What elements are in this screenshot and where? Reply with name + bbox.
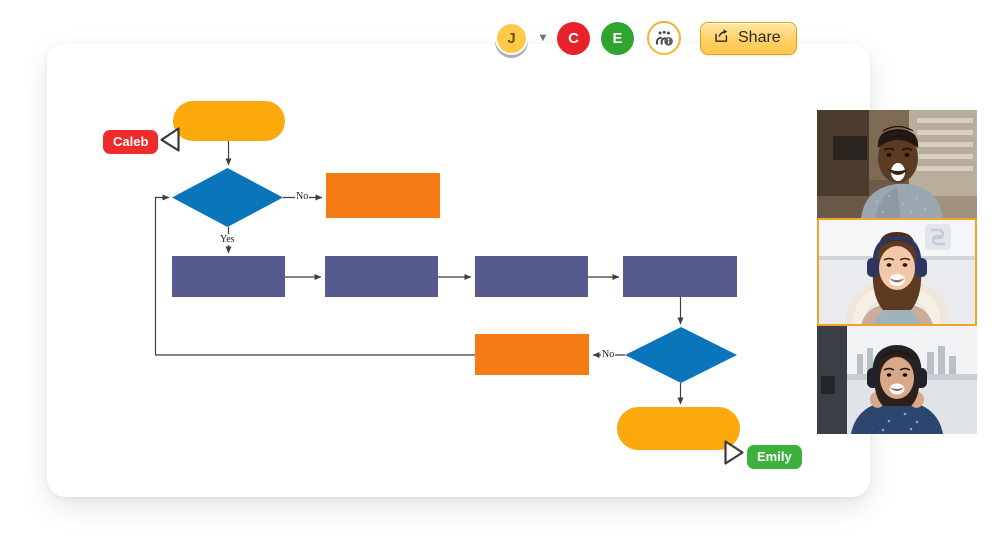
flow-node-purple-2[interactable] [325, 256, 438, 297]
edge-label-no-1: No [295, 191, 310, 202]
participant-avatar-e[interactable]: E [601, 21, 634, 55]
video-call-rail [817, 110, 977, 434]
share-export-icon [713, 27, 730, 49]
flow-node-orange-1[interactable] [326, 173, 440, 218]
video-tile-participant-1[interactable] [817, 110, 977, 218]
chevron-down-icon[interactable]: ▼ [537, 31, 549, 44]
video-tile-participant-3[interactable] [817, 326, 977, 434]
edge-label-no-2: No [601, 349, 616, 360]
share-button[interactable]: Share [700, 21, 797, 55]
self-avatar-initial: J [507, 29, 516, 47]
video-tile-participant-2[interactable] [817, 218, 977, 326]
flow-node-start[interactable] [173, 101, 285, 141]
participant-avatar-initial: E [612, 29, 623, 47]
flow-node-purple-1[interactable] [172, 256, 285, 297]
flow-node-end[interactable] [617, 407, 740, 450]
flow-node-orange-2[interactable] [475, 334, 589, 375]
self-avatar[interactable]: J [495, 21, 528, 55]
cursor-pointer-caleb [158, 125, 182, 158]
participant-avatar-initial: C [568, 29, 579, 47]
collaboration-toolbar: J ▼ C E [495, 16, 797, 60]
cursor-label-caleb: Caleb [103, 130, 159, 154]
edge-label-yes: Yes [219, 234, 236, 245]
flow-node-purple-3[interactable] [475, 256, 588, 297]
cursor-pointer-emily [722, 439, 746, 472]
cursor-label-emily: Emily [747, 445, 802, 469]
flow-node-purple-4[interactable] [623, 256, 737, 297]
share-button-label: Share [738, 29, 781, 46]
people-group-info-icon[interactable] [647, 21, 681, 55]
participant-avatar-c[interactable]: C [557, 21, 590, 55]
